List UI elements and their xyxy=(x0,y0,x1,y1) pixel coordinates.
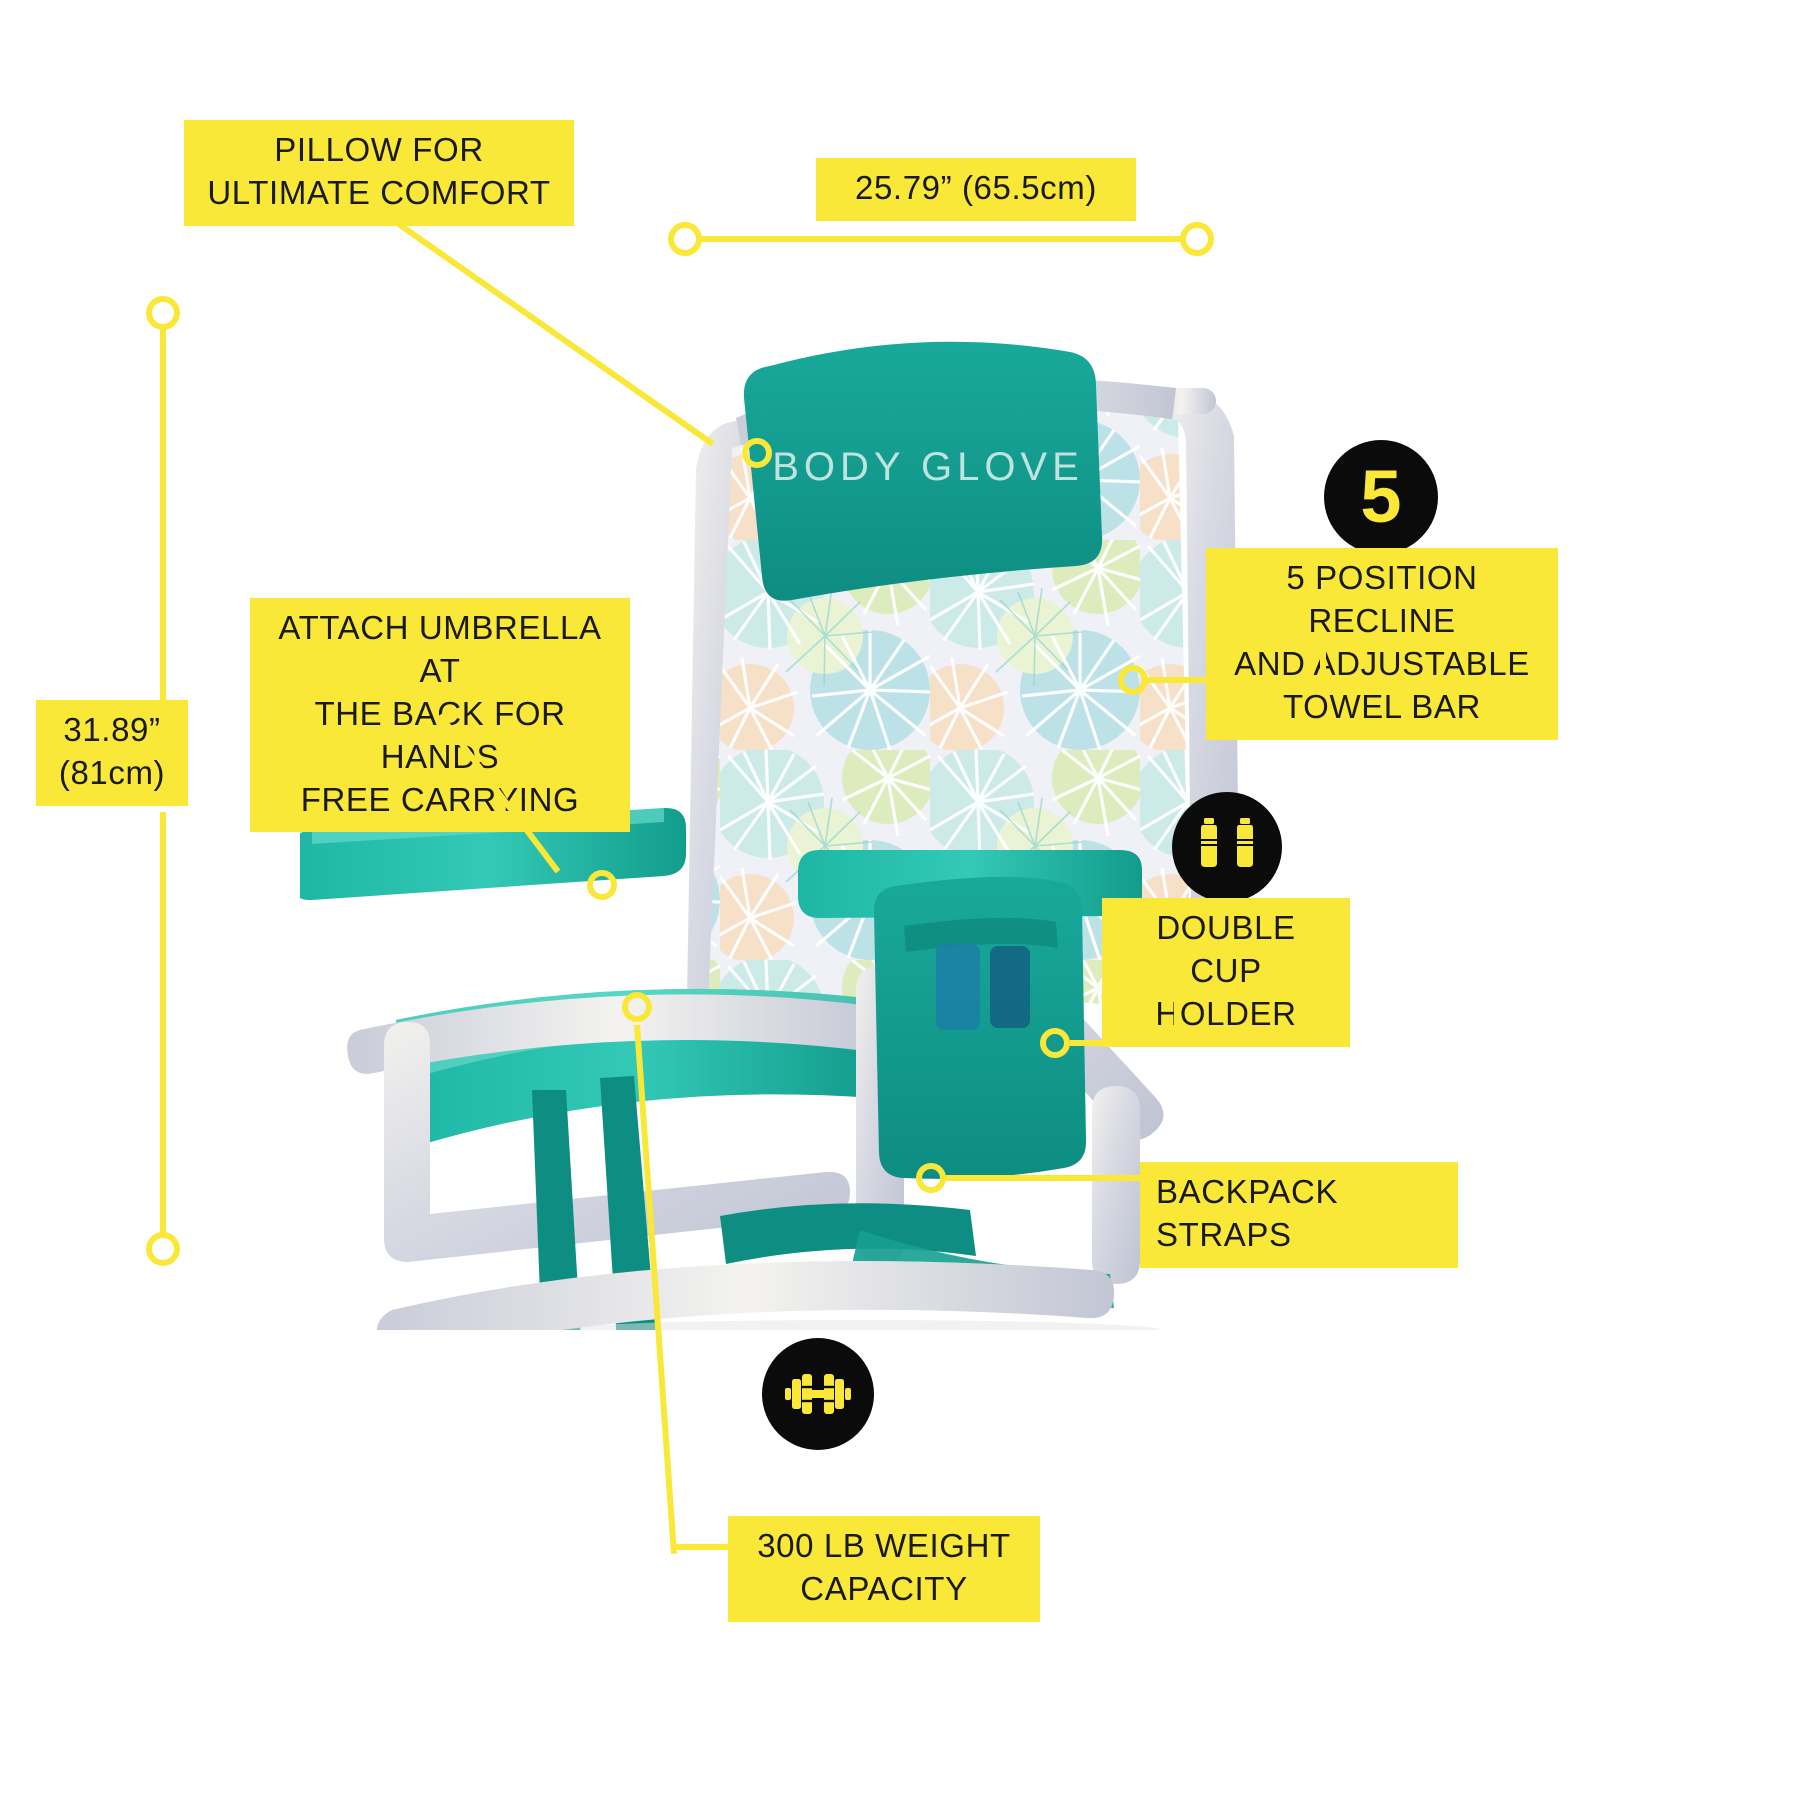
callout-weight-label: 300 LB WEIGHT CAPACITY xyxy=(728,1516,1040,1622)
callout-umbrella-endpoint xyxy=(587,870,617,900)
width-dim-endpoint-right xyxy=(1180,222,1214,256)
callout-weight-leader-h xyxy=(676,1544,734,1550)
chair-rear-leg xyxy=(1092,1086,1140,1284)
badge-weight-capacity xyxy=(762,1338,874,1450)
callout-pillow-label: PILLOW FOR ULTIMATE COMFORT xyxy=(184,120,574,226)
callout-recline-endpoint xyxy=(1118,665,1148,695)
height-dim-endpoint-top xyxy=(146,296,180,330)
dumbbell-icon xyxy=(785,1374,851,1414)
brand-logo-text: BODY GLOVE xyxy=(772,445,1084,489)
badge-recline-count: 5 xyxy=(1324,440,1438,554)
height-dimension-label: 31.89” (81cm) xyxy=(36,700,188,806)
width-dimension-line xyxy=(700,236,1182,242)
badge-cup-holder xyxy=(1172,792,1282,902)
badge-recline-number: 5 xyxy=(1360,455,1402,538)
callout-straps-leader-h xyxy=(946,1175,1146,1181)
callout-pillow-endpoint xyxy=(742,438,772,468)
callout-cupholder-endpoint xyxy=(1040,1028,1070,1058)
chair-cup-holder-pouch xyxy=(873,876,1087,1179)
height-dim-endpoint-bottom xyxy=(146,1232,180,1266)
callout-weight-endpoint xyxy=(622,992,652,1022)
callout-straps-endpoint xyxy=(916,1163,946,1193)
callout-cupholder-leader-v xyxy=(1174,980,1180,1042)
callout-recline-leader-v xyxy=(1320,648,1326,683)
callout-cupholder-leader-h xyxy=(1070,1040,1180,1046)
width-dim-endpoint-left xyxy=(668,222,702,256)
callout-straps-label: BACKPACK STRAPS xyxy=(1140,1162,1458,1268)
chair-bottom-rail xyxy=(376,1261,1115,1360)
width-dimension-label: 25.79” (65.5cm) xyxy=(816,158,1136,221)
height-dimension-line-lower xyxy=(160,812,166,1236)
callout-recline-label: 5 POSITION RECLINE AND ADJUSTABLE TOWEL … xyxy=(1206,548,1558,740)
callout-cupholder-label: DOUBLE CUP HOLDER xyxy=(1102,898,1350,1047)
two-bottles-icon xyxy=(1201,818,1255,867)
chair-front-leg-left xyxy=(384,1022,850,1262)
height-dimension-line-upper xyxy=(160,326,166,704)
callout-recline-leader-h xyxy=(1148,677,1326,683)
chair-pillow: BODY GLOVE xyxy=(743,341,1103,601)
